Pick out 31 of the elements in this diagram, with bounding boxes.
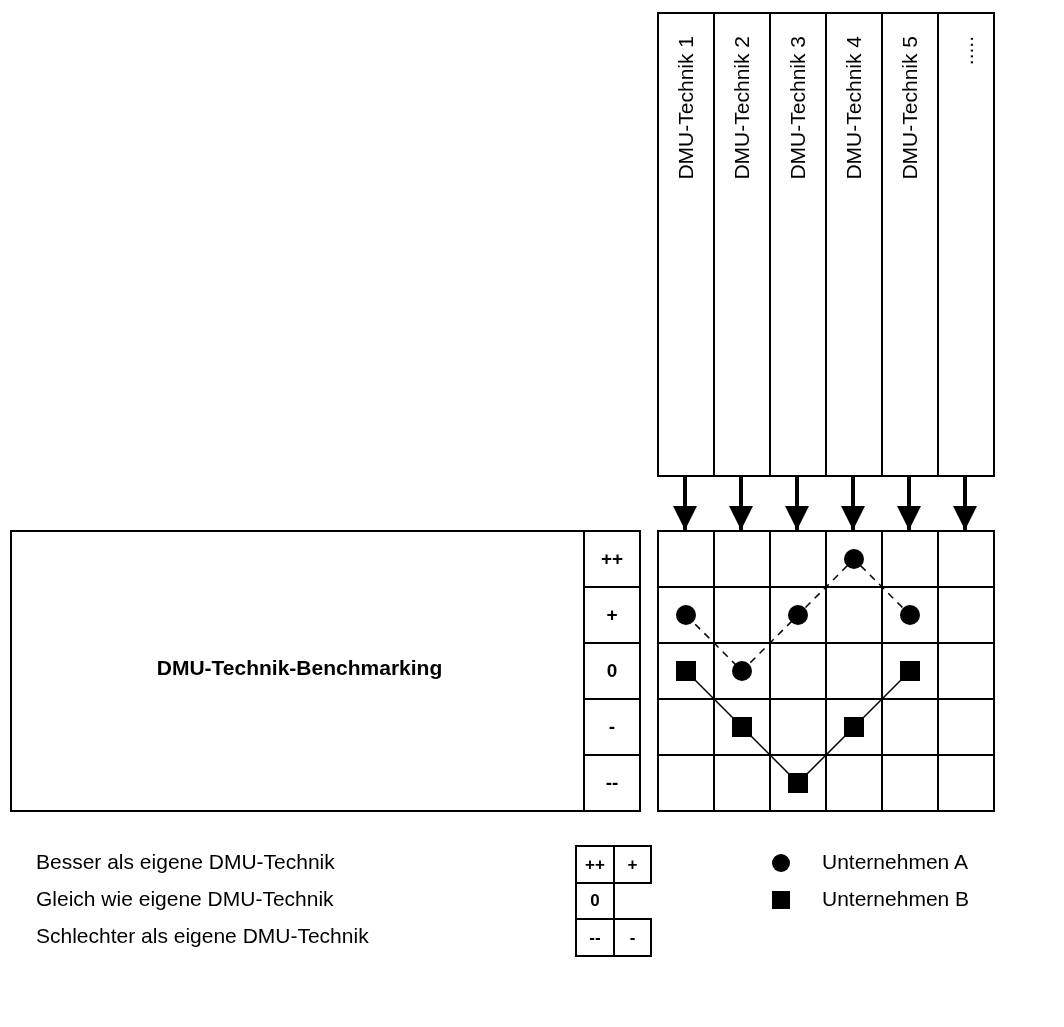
technique-column [881, 12, 939, 477]
technique-column [657, 12, 715, 477]
arrow [729, 477, 753, 530]
arrow [841, 477, 865, 530]
rating-grid [657, 530, 995, 812]
box-title: DMU-Technik-Benchmarking [155, 656, 444, 680]
scale-key-label: + [613, 845, 652, 884]
scale-key-label: -- [575, 918, 615, 957]
technique-column [937, 12, 995, 477]
column-label: DMU-Technik 1 [674, 36, 698, 180]
column-label: DMU-Technik 4 [842, 36, 866, 180]
scale-description: Schlechter als eigene DMU-Technik [36, 924, 369, 948]
scale-key-label: 0 [575, 882, 615, 920]
column-label: DMU-Technik 3 [786, 36, 810, 180]
scale-description: Besser als eigene DMU-Technik [36, 850, 335, 874]
arrow [953, 477, 977, 530]
column-label: ..... [954, 36, 978, 66]
scale-description: Gleich wie eigene DMU-Technik [36, 887, 334, 911]
arrow [673, 477, 697, 530]
legend-label: Unternehmen A [822, 850, 968, 874]
arrow [897, 477, 921, 530]
scale-key-label: ++ [575, 845, 615, 884]
arrow [785, 477, 809, 530]
column-label: DMU-Technik 2 [730, 36, 754, 180]
benchmark-box [10, 530, 641, 812]
technique-column [713, 12, 771, 477]
column-label: DMU-Technik 5 [898, 36, 922, 180]
scale-key-label: - [613, 918, 652, 957]
legend-label: Unternehmen B [822, 887, 970, 911]
technique-column [825, 12, 883, 477]
technique-column [769, 12, 827, 477]
